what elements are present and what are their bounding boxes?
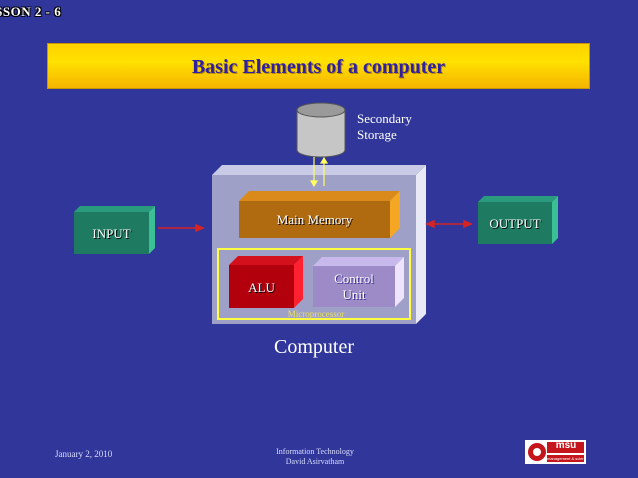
alu-label: ALU [248, 280, 275, 295]
slide-title: Basic Elements of a computer [191, 56, 446, 78]
logo-subtext: management & science university [547, 456, 584, 461]
output-arrow [425, 219, 473, 229]
microprocessor-border [217, 248, 411, 320]
output-label: OUTPUT [489, 216, 541, 231]
footer-info-line1: Information Technology [276, 447, 354, 456]
main-memory-box [239, 191, 400, 238]
storage-arrows [309, 156, 329, 188]
alu-box [229, 256, 303, 308]
footer-date: January 2, 2010 [55, 449, 113, 459]
control-unit-label: Control Unit [334, 271, 374, 302]
input-arrow [158, 223, 205, 233]
lesson-label: ESSON 2 - 6 [0, 4, 62, 19]
footer-info-line2: David Asirvatham [285, 457, 345, 466]
footer-info: Information Technology David Asirvatham [263, 447, 367, 467]
msu-logo [525, 440, 586, 464]
computer-label: Computer [274, 336, 354, 358]
input-box [74, 206, 155, 254]
logo-text: msu [555, 440, 577, 451]
input-label: INPUT [92, 226, 131, 241]
microprocessor-label: Microprocessor [287, 309, 345, 319]
title-bar: Basic Elements of a computer [47, 43, 590, 89]
secondary-storage-cylinder [296, 102, 346, 158]
secondary-storage-label: Secondary Storage [357, 111, 412, 142]
main-memory-label: Main Memory [276, 212, 353, 227]
output-box [478, 196, 558, 244]
control-unit-box [313, 257, 404, 307]
